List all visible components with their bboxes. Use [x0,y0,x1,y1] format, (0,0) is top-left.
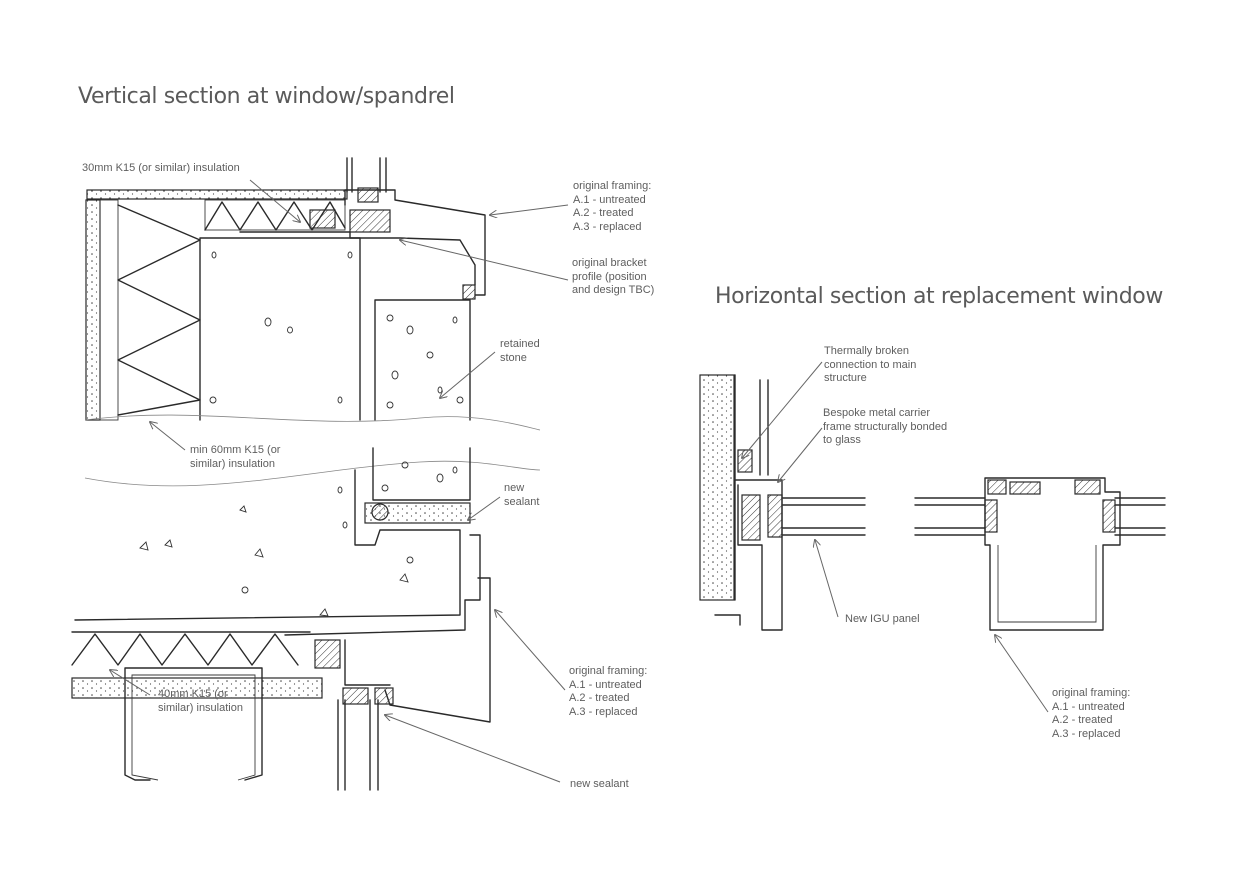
note-new-sealant-bottom: new sealant [570,778,629,790]
top-render-board [86,189,348,200]
sealant-bead-mid [371,503,389,521]
bottom-window-frame [284,534,491,791]
break-line-bottom [84,460,541,487]
vertical-section [71,157,541,791]
horizontal-section-title: Horizontal section at replacement window [715,284,1163,309]
left-wall-board [85,199,101,421]
leader-arrows [110,179,1049,783]
retained-stone-upper [374,299,471,421]
horizontal-section [699,374,1166,631]
vertical-section-title: Vertical section at window/spandrel [78,84,455,109]
note-new-igu-panel: New IGU panel [845,613,920,625]
note-insulation-30mm: 30mm K15 (or similar) insulation [82,162,240,174]
top-window-frame [239,157,486,300]
break-line-top [84,414,541,431]
insulation-40mm [71,631,323,699]
thermal-break-block [741,494,761,541]
mullion-right [914,477,1166,631]
main-structure-wall [699,374,735,601]
concrete-lower [74,469,461,621]
left-wall-inner [99,199,119,421]
retained-stone-lower [372,447,471,501]
concrete-upper [199,237,361,421]
steel-channel [124,667,263,781]
insulation-60mm-zigzag [117,204,201,416]
igu-panel-left [767,494,866,538]
